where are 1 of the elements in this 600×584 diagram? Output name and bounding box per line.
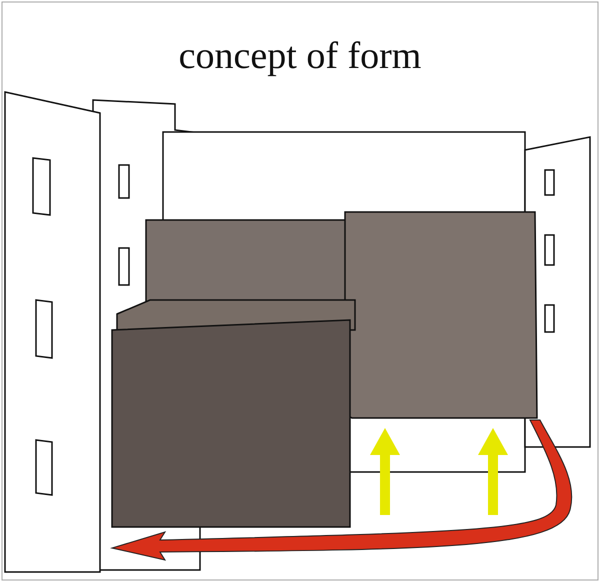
- title: concept of form: [178, 34, 422, 78]
